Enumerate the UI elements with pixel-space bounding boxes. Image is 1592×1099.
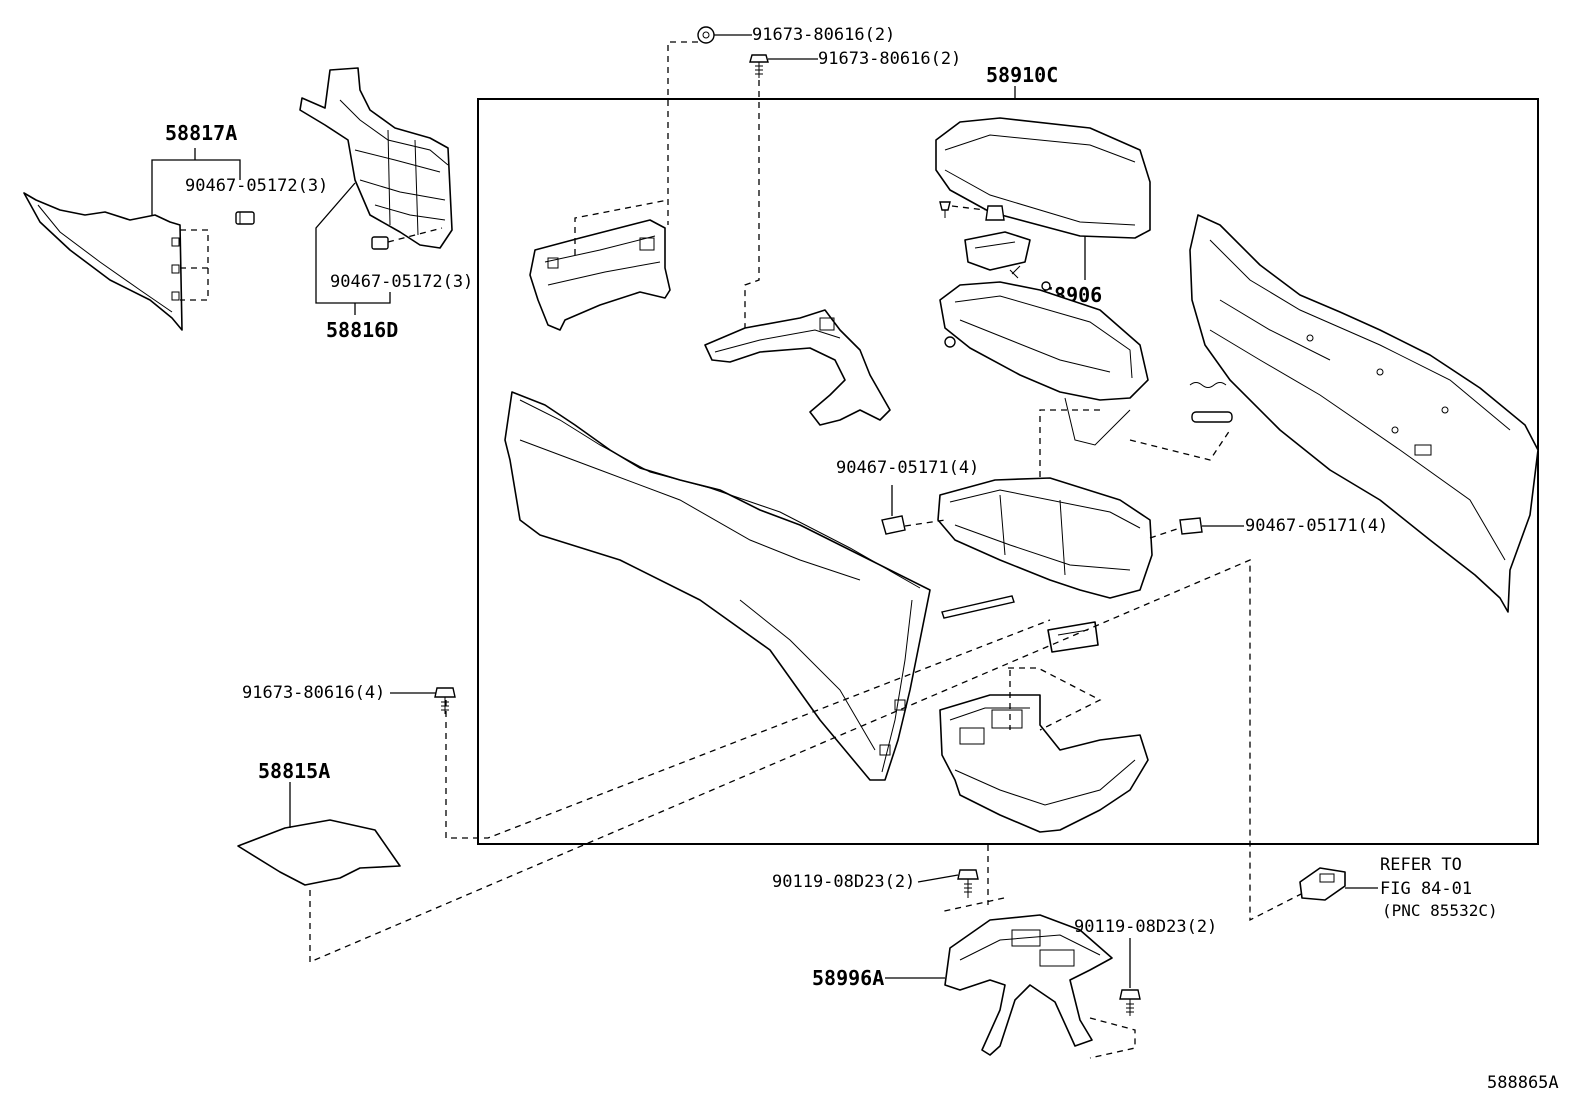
label-clip-90467-05172-a: 90467-05172(3) <box>185 176 328 196</box>
label-clip-90467-05171-b: 90467-05171(4) <box>1245 516 1388 536</box>
label-refer-line1: REFER TO <box>1380 855 1462 875</box>
bolt-icon <box>1119 989 1141 1016</box>
label-58817A: 58817A <box>165 121 237 145</box>
part-58906-armrest-lid <box>935 117 1151 239</box>
bolt-icon <box>939 201 951 218</box>
label-58996A: 58996A <box>812 966 884 990</box>
clip-icon <box>1179 517 1203 535</box>
label-58816D: 58816D <box>326 318 398 342</box>
clip-icon <box>235 211 255 225</box>
bolt-icon <box>434 687 456 714</box>
part-58817A-panel <box>23 192 183 331</box>
label-bolt-90119-08D23-b: 90119-08D23(2) <box>1074 917 1217 937</box>
part-hinge-pin <box>941 595 1015 619</box>
label-clip-90467-05171-a: 90467-05171(4) <box>836 458 979 478</box>
part-console-bracket-upper <box>529 219 671 331</box>
label-clip-90467-05172-b: 90467-05172(3) <box>330 272 473 292</box>
part-lock-spring <box>1189 382 1233 423</box>
part-console-box-upper <box>937 477 1153 599</box>
bolt-icon <box>749 54 769 78</box>
part-armrest-base <box>939 281 1149 446</box>
clip-icon <box>371 236 389 250</box>
bolt-icon <box>957 869 979 898</box>
part-console-side-panel-left <box>504 391 931 781</box>
assembly-frame-58910C <box>477 98 1539 845</box>
label-58815A: 58815A <box>258 759 330 783</box>
label-refer-line2: FIG 84-01 <box>1380 879 1472 899</box>
clip-icon <box>985 205 1005 221</box>
part-58816D-bracket <box>299 67 453 249</box>
part-armrest-hinge <box>964 231 1031 271</box>
part-58996A-bracket <box>944 914 1113 1056</box>
grommet-icon <box>697 26 715 44</box>
label-bolt-91673-80616-c: 91673-80616(4) <box>242 683 385 703</box>
clip-icon <box>881 515 906 535</box>
label-58910C: 58910C <box>986 63 1058 87</box>
part-console-bracket-frame <box>704 309 891 426</box>
part-console-side-panel-right <box>1189 214 1539 613</box>
figure-code: 588865A <box>1487 1073 1559 1093</box>
label-refer-line3: (PNC 85532C) <box>1382 901 1498 920</box>
label-bolt-90119-08D23-a: 90119-08D23(2) <box>772 872 915 892</box>
label-bolt-91673-80616-b: 91673-80616(2) <box>818 49 961 69</box>
part-connector-85532C <box>1299 867 1346 901</box>
label-bolt-91673-80616-a: 91673-80616(2) <box>752 25 895 45</box>
part-console-box-lower <box>939 694 1149 833</box>
part-58815A-mat <box>237 819 401 886</box>
part-console-cover-small <box>1047 621 1099 653</box>
